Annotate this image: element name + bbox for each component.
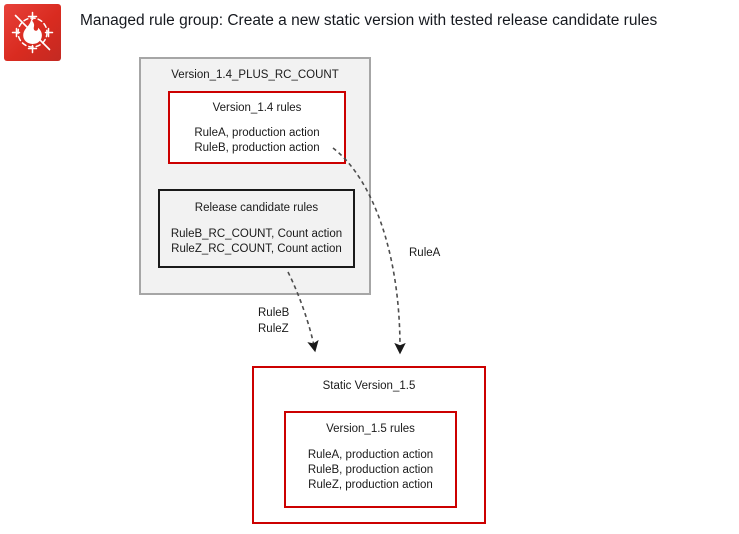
- release-candidate-rules-list: RuleB_RC_COUNT, Count action RuleZ_RC_CO…: [160, 227, 353, 257]
- static-version-1-5-title: Static Version_1.5: [322, 380, 416, 392]
- rule-item: RuleB_RC_COUNT, Count action: [170, 228, 343, 240]
- arrow-label-rulebz: RuleB RuleZ: [258, 305, 289, 337]
- rule-item: RuleA, production action: [194, 127, 320, 139]
- arrow-label-line: RuleZ: [258, 323, 289, 335]
- release-candidate-rules-box: Release candidate rules RuleB_RC_COUNT, …: [158, 189, 355, 268]
- version-1-4-rules-box: Version_1.4 rules RuleA, production acti…: [168, 91, 346, 164]
- rule-item: RuleZ, production action: [308, 479, 433, 491]
- rule-item: RuleB, production action: [307, 464, 434, 476]
- version-1-5-rules-list: RuleA, production action RuleB, producti…: [286, 448, 455, 493]
- arrow-label-rulea: RuleA: [409, 245, 440, 261]
- version-1-4-plus-rc-count-title: Version_1.4_PLUS_RC_COUNT: [171, 69, 339, 81]
- version-1-5-rules-box: Version_1.5 rules RuleA, production acti…: [284, 411, 457, 508]
- release-candidate-rules-title: Release candidate rules: [194, 202, 319, 214]
- page-title: Managed rule group: Create a new static …: [80, 12, 658, 29]
- aws-waf-icon: [4, 4, 61, 61]
- arrow-label-line: RuleA: [409, 247, 441, 259]
- version-1-4-rules-list: RuleA, production action RuleB, producti…: [170, 126, 344, 156]
- arrow-label-line: RuleB: [258, 307, 290, 319]
- rule-item: RuleB, production action: [194, 142, 320, 154]
- rule-item: RuleA, production action: [307, 449, 434, 461]
- version-1-5-rules-title: Version_1.5 rules: [326, 423, 415, 435]
- rule-item: RuleZ_RC_COUNT, Count action: [171, 243, 342, 255]
- version-1-4-rules-title: Version_1.4 rules: [212, 102, 302, 114]
